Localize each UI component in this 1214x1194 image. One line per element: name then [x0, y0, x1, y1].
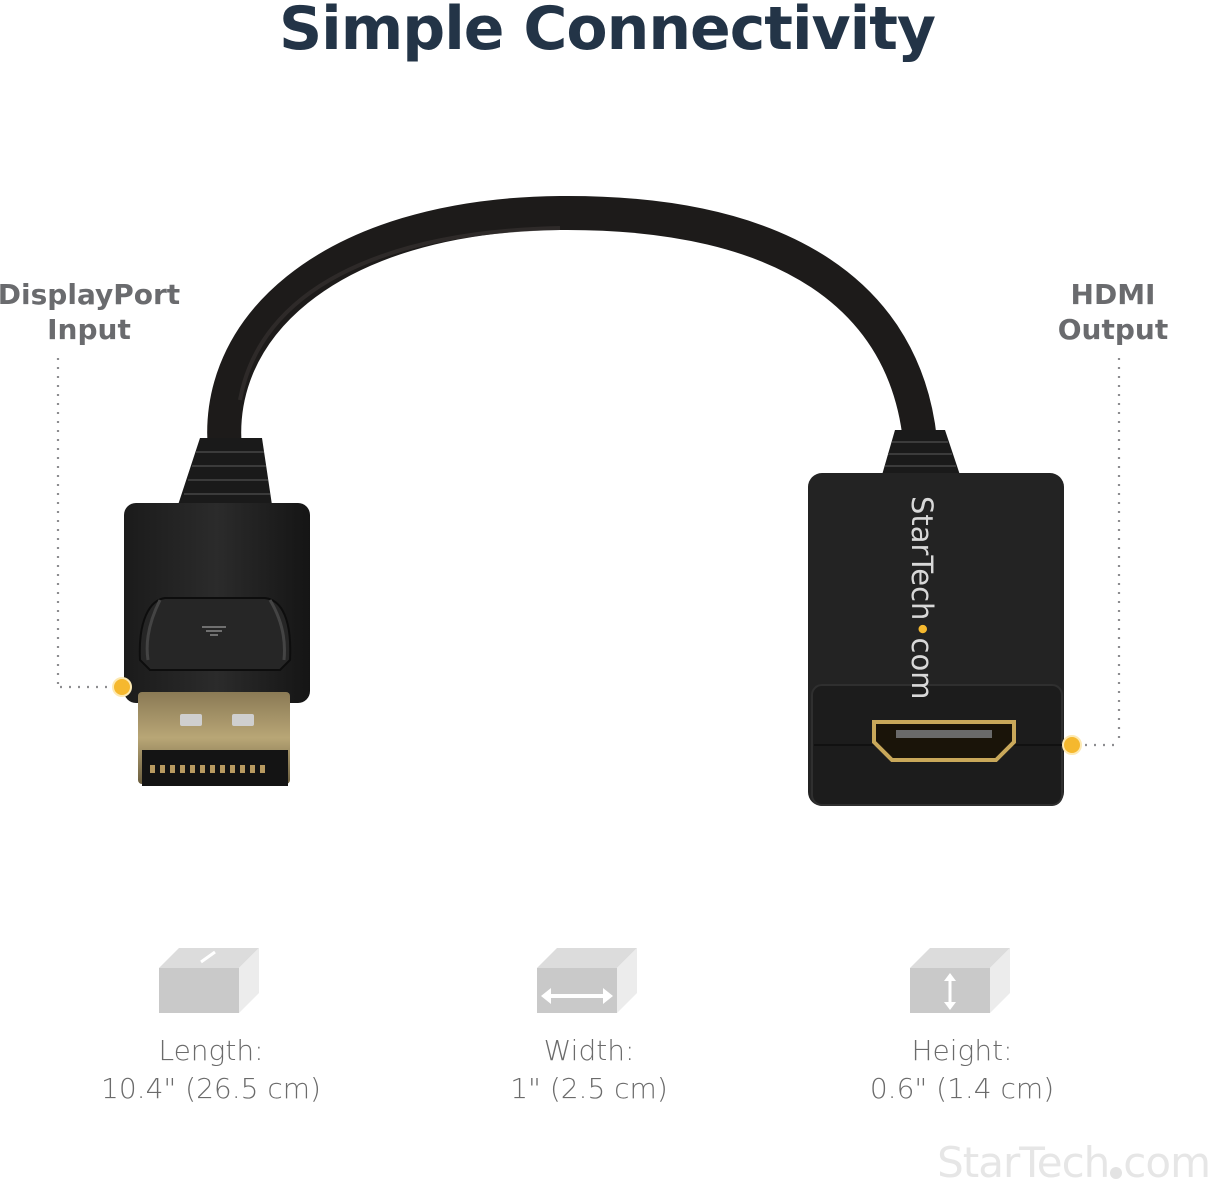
- page-title: Simple Connectivity: [278, 0, 936, 64]
- height-box-icon: [910, 948, 1010, 1013]
- dimension-value: 10.4" (26.5 cm): [101, 1072, 321, 1105]
- callout-line-1: HDMI: [1070, 278, 1156, 311]
- watermark-text-right: com: [1123, 1138, 1211, 1187]
- marker-dot-left: [112, 677, 132, 697]
- dimension-label: Height:: [911, 1034, 1013, 1067]
- dimension-length: Length: 10.4" (26.5 cm): [81, 948, 341, 1108]
- marker-dot-right: [1062, 735, 1082, 755]
- dimension-value: 1" (2.5 cm): [510, 1072, 668, 1105]
- length-box-icon: [159, 948, 259, 1013]
- startech-watermark-logo: StarTech com: [937, 1138, 1211, 1187]
- dimension-label: Width:: [543, 1034, 635, 1067]
- watermark-dot-icon: [1110, 1167, 1123, 1179]
- callout-line-1: DisplayPort: [0, 278, 181, 311]
- width-box-icon: [537, 948, 637, 1013]
- leader-line-right: [1085, 358, 1121, 747]
- hdmi-adapter: StarTech•com: [808, 473, 1064, 806]
- product-illustration: StarTech•com: [56, 195, 1121, 806]
- callout-hdmi-output: HDMI Output: [1050, 277, 1176, 347]
- dimension-value: 0.6" (1.4 cm): [869, 1072, 1055, 1105]
- callout-line-2: Output: [1057, 313, 1169, 346]
- displayport-connector: [124, 503, 310, 786]
- callout-line-2: Input: [47, 313, 131, 346]
- cable: [207, 195, 937, 487]
- strain-relief-right: [882, 430, 960, 475]
- dimension-label: Length:: [158, 1034, 264, 1067]
- strain-relief-left: [178, 438, 272, 505]
- dimension-height: Height: 0.6" (1.4 cm): [832, 948, 1092, 1108]
- callout-displayport-input: DisplayPort Input: [0, 277, 182, 347]
- dimension-width: Width: 1" (2.5 cm): [459, 948, 719, 1108]
- watermark-text-left: StarTech: [937, 1138, 1110, 1187]
- leader-line-left: [56, 358, 112, 689]
- device-brand-label: StarTech•com: [905, 496, 939, 699]
